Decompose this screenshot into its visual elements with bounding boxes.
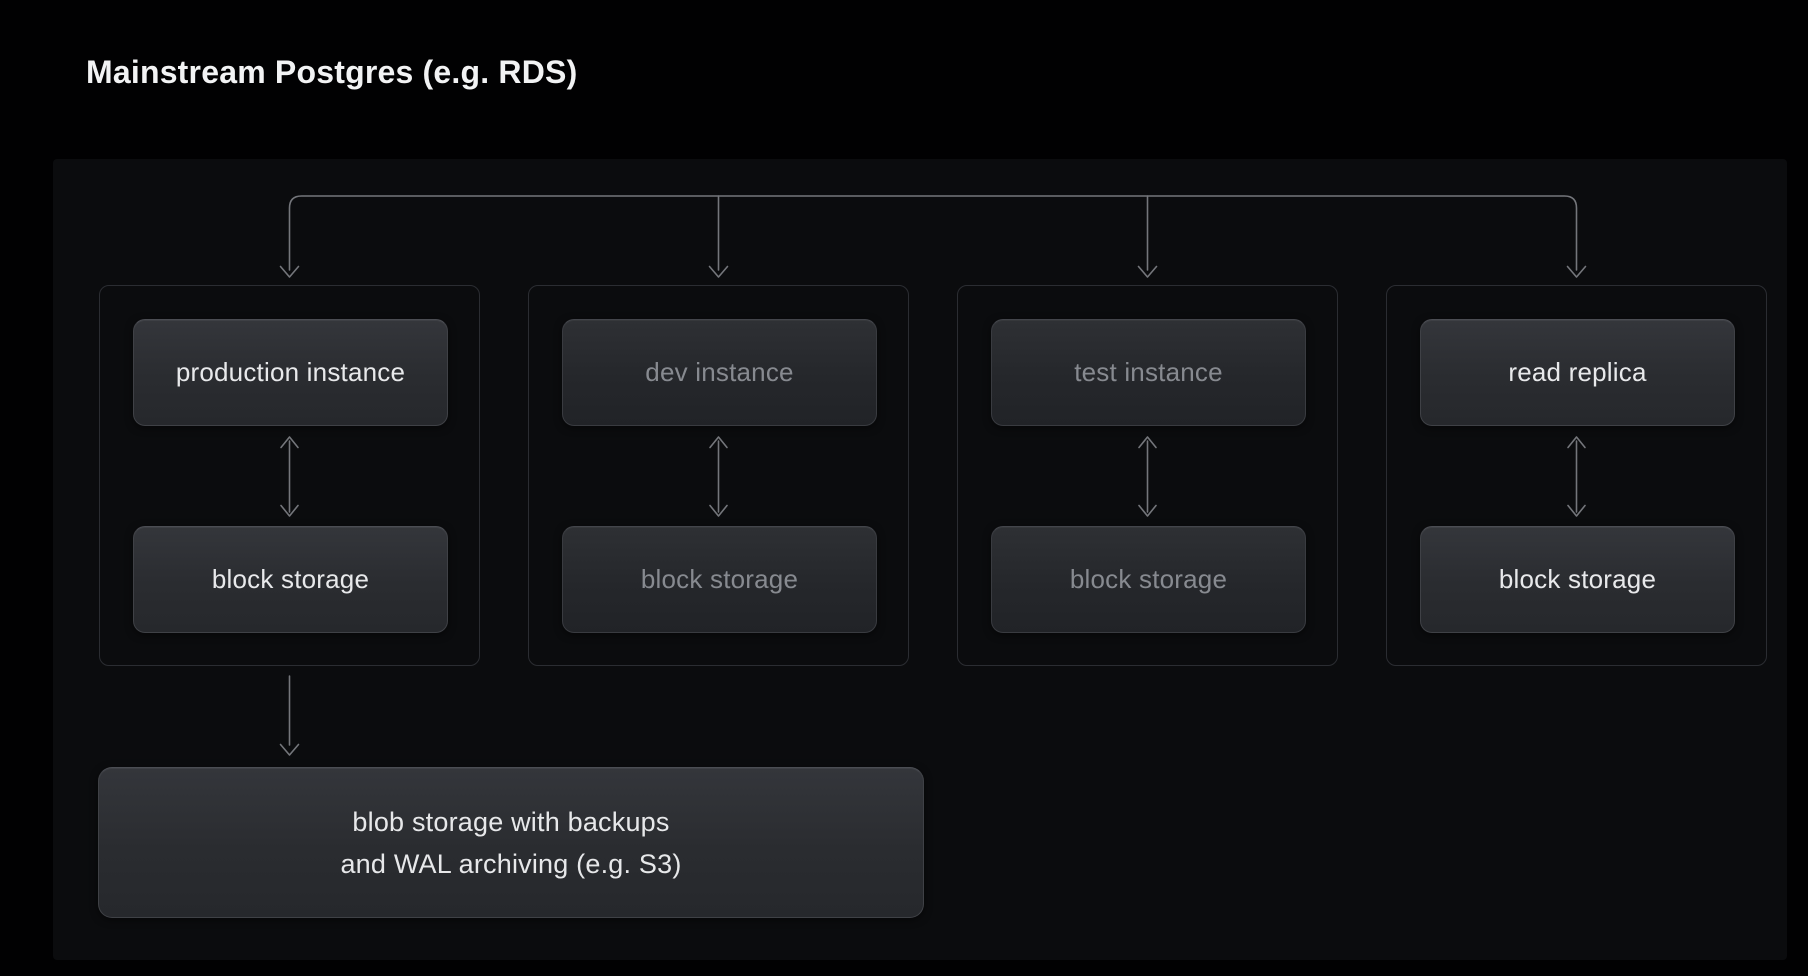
page-title: Mainstream Postgres (e.g. RDS) (86, 54, 578, 90)
node-label: read replica (1508, 357, 1647, 387)
node-blob-storage: blob storage with backups and WAL archiv… (98, 767, 924, 918)
node-label: production instance (175, 357, 406, 387)
node-label: block storage (640, 564, 799, 594)
group-dev: dev instance block storage (528, 285, 909, 666)
node-label: block storage (211, 564, 370, 594)
node-read-replica: read replica (1420, 319, 1735, 426)
node-dev-instance: dev instance (562, 319, 877, 426)
node-label: block storage (1069, 564, 1228, 594)
group-production: production instance block storage (99, 285, 480, 666)
node-label: dev instance (645, 357, 794, 387)
node-test-instance: test instance (991, 319, 1306, 426)
node-label: test instance (1074, 357, 1223, 387)
node-label: block storage (1498, 564, 1657, 594)
node-block-storage-production: block storage (133, 526, 448, 633)
blob-storage-line2: and WAL archiving (e.g. S3) (340, 848, 682, 879)
group-test: test instance block storage (957, 285, 1338, 666)
node-production-instance: production instance (133, 319, 448, 426)
node-block-storage-replica: block storage (1420, 526, 1735, 633)
node-block-storage-test: block storage (991, 526, 1306, 633)
node-block-storage-dev: block storage (562, 526, 877, 633)
group-read-replica: read replica block storage (1386, 285, 1767, 666)
blob-storage-line1: blob storage with backups (352, 806, 670, 837)
